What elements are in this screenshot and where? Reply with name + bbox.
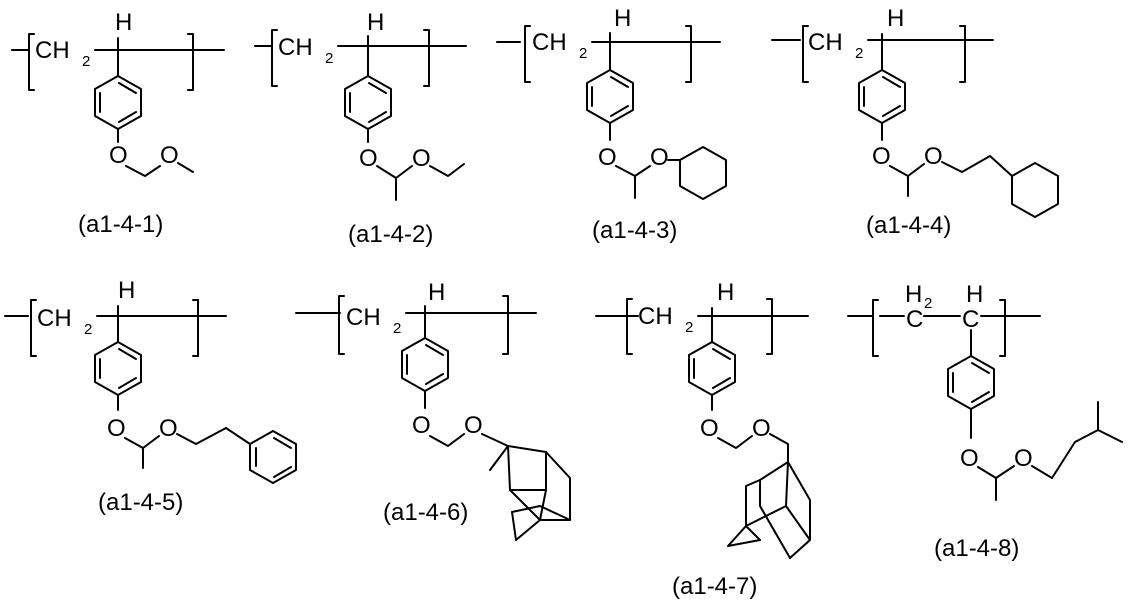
benzene-ring [95,342,141,395]
compound-label: (a1-4-5) [98,489,183,516]
o-atom: O [464,412,483,439]
compound-a1-4-5: CH 2 H O O (a1-4-5) [5,277,296,516]
cyclohexane-ring [680,147,726,199]
ch-atom: CH [37,305,72,332]
subscript-2: 2 [393,320,401,337]
ch-atom: CH [808,29,843,56]
subscript-2: 2 [855,45,863,62]
h-atom: H [115,9,132,36]
o-atom: O [107,415,126,442]
o-atom: O [412,412,431,439]
c-atom: C [962,306,979,333]
h-atom: H [118,277,135,304]
compound-a1-4-4: CH 2 H O O (a1-4-4) [772,5,1058,239]
o-atom: O [872,143,891,170]
compound-label: (a1-4-1) [78,211,163,238]
benzene-ring [948,356,994,409]
benzene-ring [345,76,391,129]
compound-label: (a1-4-4) [866,212,951,239]
h-atom: H [717,279,734,306]
subscript-2: 2 [84,321,92,338]
adamantane-cage [728,462,810,558]
o-atom: O [752,415,771,442]
o-atom: O [159,415,178,442]
ch-atom: CH [638,303,673,330]
ch-atom: CH [278,34,313,61]
benzene-ring [402,338,448,391]
h-atom: H [966,281,983,308]
subscript-2: 2 [325,50,333,67]
ch-atom: CH [346,304,381,331]
o-atom: O [924,143,943,170]
compound-label: (a1-4-6) [383,499,468,526]
o-atom: O [960,445,979,472]
compound-a1-4-6: CH 2 H O O (a1-4-6) [296,279,570,540]
subscript-2: 2 [579,45,587,62]
o-atom: O [1014,445,1033,472]
subscript-2: 2 [685,319,693,336]
subscript-2: 2 [924,295,932,312]
compound-a1-4-3: CH 2 H O O (a1-4-3) [497,5,726,244]
cyclohexane-ring [1012,163,1058,217]
compound-a1-4-2: CH 2 H O O (a1-4-2) [255,9,466,248]
benzene-ring [587,70,633,123]
ch-atom: CH [35,37,70,64]
h-atom: H [887,5,904,32]
h-atom: H [428,279,445,306]
compound-a1-4-8: H 2 C H C O O (a1-4-8) [848,281,1122,562]
o-atom: O [650,144,669,171]
compound-a1-4-7: CH 2 H O O (a1-4-7) [596,279,810,600]
o-atom: O [700,415,719,442]
o-atom: O [109,142,128,169]
compound-label: (a1-4-3) [592,217,677,244]
o-atom: O [412,145,431,172]
benzene-ring [95,76,141,129]
ch-atom: CH [532,29,567,56]
h-atom: H [905,281,922,308]
h-atom: H [614,5,631,32]
compound-label: (a1-4-2) [348,221,433,248]
h-atom: H [367,9,384,36]
benzene-ring [689,342,735,395]
c-atom: C [906,306,923,333]
benzene-ring [859,70,905,123]
o-atom: O [598,144,617,171]
compound-label: (a1-4-8) [934,535,1019,562]
o-atom: O [359,145,378,172]
o-atom: O [160,142,179,169]
compound-label: (a1-4-7) [672,573,757,600]
subscript-2: 2 [82,53,90,70]
adamantane-cage [490,446,570,540]
compound-a1-4-1: CH 2 H O O (a1-4-1) [12,9,224,238]
